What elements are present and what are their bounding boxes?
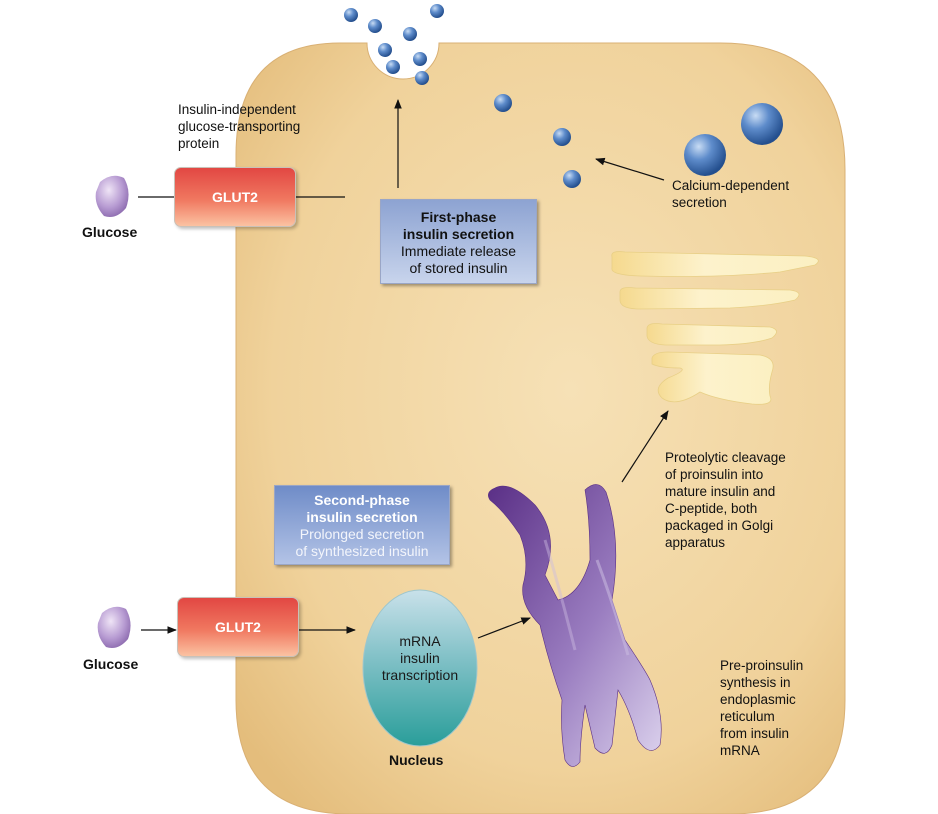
glucose-bottom-label: Glucose [83, 656, 139, 672]
second-phase-title-2: insulin secretion [306, 509, 418, 525]
nucleus-label: Nucleus [389, 752, 444, 768]
insulin-vesicle-icon [403, 27, 417, 41]
secreted-insulin-vesicles [344, 4, 444, 85]
glut2-transporter-top: GLUT2 [174, 167, 296, 227]
glucose-molecule-icon [97, 606, 131, 648]
first-phase-sub-2: of stored insulin [409, 260, 508, 276]
endoplasmic-reticulum-icon [488, 484, 662, 767]
glucose-top-label: Glucose [82, 224, 138, 240]
insulin-vesicle-icon [378, 43, 392, 57]
insulin-vesicle-icon [386, 60, 400, 74]
calcium-secretion-label: Calcium-dependent secretion [672, 178, 790, 210]
insulin-vesicle-icon [741, 103, 783, 145]
glut2-top-label: GLUT2 [212, 189, 258, 205]
second-phase-sub-1: Prolonged secretion [299, 526, 425, 542]
second-phase-title-1: Second-phase [314, 492, 410, 508]
er-description: Pre-proinsulin synthesis in endoplasmic … [720, 658, 804, 758]
insulin-vesicle-icon [494, 94, 512, 112]
insulin-vesicle-icon [344, 8, 358, 22]
first-phase-title-1: First-phase [420, 209, 497, 225]
golgi-description: Proteolytic cleavage of proinsulin into … [665, 450, 786, 550]
nucleus-transcription-text: mRNA insulin transcription [381, 633, 459, 683]
glut2-bottom-label: GLUT2 [215, 619, 261, 635]
arrow-nucleus-to-er [477, 617, 531, 639]
stored-insulin-vesicles [494, 94, 783, 188]
insulin-vesicle-icon [553, 128, 571, 146]
first-phase-sub-1: Immediate release [400, 243, 517, 259]
insulin-vesicle-icon [415, 71, 429, 85]
glut2-transporter-bottom: GLUT2 [177, 597, 299, 657]
insulin-vesicle-icon [430, 4, 444, 18]
insulin-vesicle-icon [413, 52, 427, 66]
arrow-calcium-secretion [595, 157, 665, 181]
second-phase-sub-2: of synthesized insulin [295, 543, 429, 559]
glucose-molecule-icon [95, 175, 129, 217]
nucleus-icon [362, 589, 478, 747]
arrow-er-to-golgi [621, 410, 669, 483]
insulin-vesicle-icon [563, 170, 581, 188]
glut2-description: Insulin-independent glucose-transporting… [178, 102, 301, 151]
insulin-vesicle-icon [684, 134, 726, 176]
first-phase-title-2: insulin secretion [402, 226, 515, 242]
golgi-apparatus-icon [611, 251, 819, 405]
second-phase-box: Second-phase insulin secretion Prolonged… [274, 485, 450, 565]
first-phase-box: First-phase insulin secretion Immediate … [380, 199, 537, 284]
insulin-vesicle-icon [368, 19, 382, 33]
